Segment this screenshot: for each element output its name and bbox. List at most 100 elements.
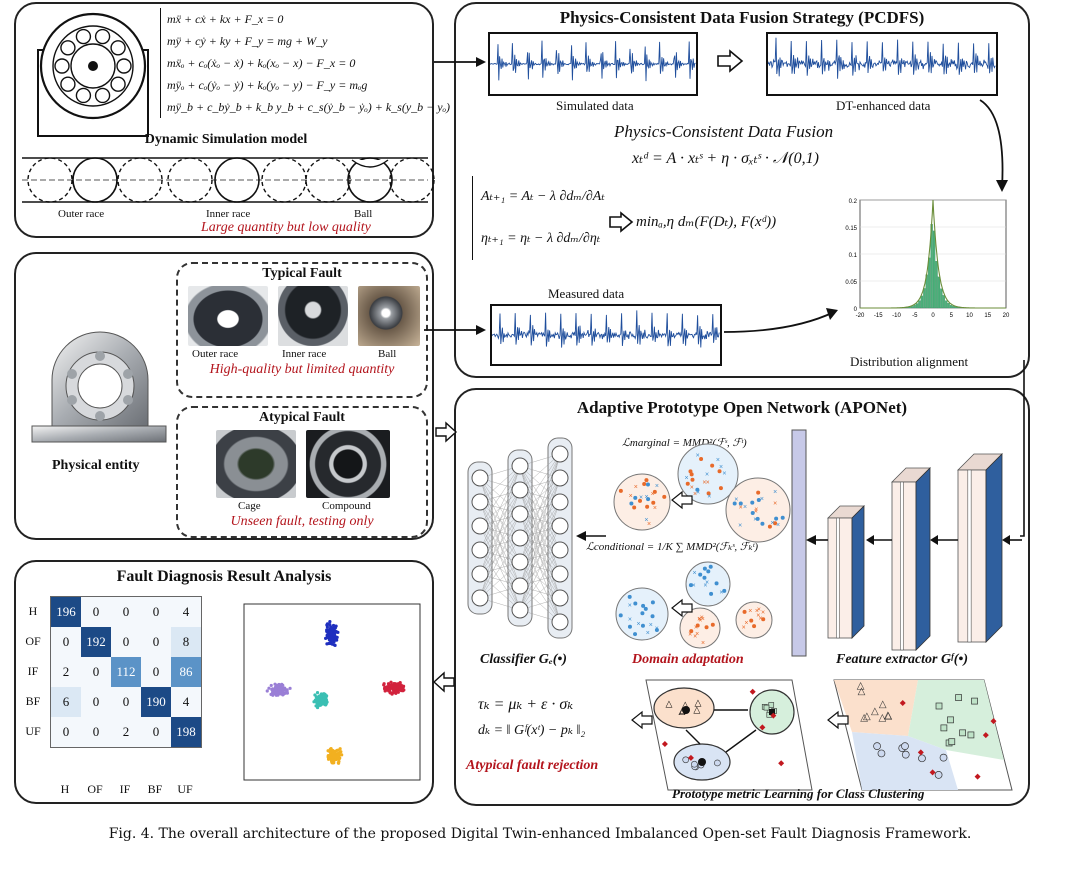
rolling-ball bbox=[110, 40, 126, 56]
cluster-point bbox=[324, 698, 329, 702]
extractor-block bbox=[967, 469, 972, 643]
cluster-point bbox=[316, 700, 320, 704]
domain-sample: × bbox=[688, 631, 692, 638]
typical-ball-label: Ball bbox=[378, 348, 397, 360]
classifier-layer bbox=[547, 437, 573, 639]
equation-3: mẍₒ + cₒ(ẋₒ − ẋ) + kₒ(xₒ − x) − F_x = 0 bbox=[167, 56, 356, 70]
domain-sample bbox=[755, 516, 760, 521]
unknown-sample bbox=[770, 712, 777, 719]
unknown-sample bbox=[929, 769, 936, 776]
simulated-signal bbox=[488, 32, 698, 96]
matrix-col-label: UF bbox=[177, 782, 193, 796]
cluster-sample: △ bbox=[666, 699, 673, 709]
matrix-cell: 0 bbox=[111, 627, 141, 657]
domain-sample: × bbox=[703, 583, 707, 590]
domain-sample: × bbox=[770, 520, 774, 527]
domain-sample: × bbox=[705, 472, 709, 479]
domain-sample bbox=[651, 500, 656, 505]
hist-bar bbox=[913, 304, 916, 309]
domain-bubble bbox=[685, 561, 731, 607]
unknown-sample bbox=[661, 740, 668, 747]
hist-bar bbox=[910, 306, 914, 309]
hist-bar bbox=[949, 305, 953, 309]
dt-enhanced-signal bbox=[766, 32, 998, 96]
domain-sample bbox=[709, 591, 714, 596]
classifier-edge bbox=[519, 453, 561, 563]
matrix-cell: 0 bbox=[51, 627, 81, 657]
hist-xtick: -5 bbox=[912, 313, 918, 319]
cluster-point bbox=[281, 692, 286, 696]
class-sample bbox=[901, 750, 910, 759]
signal-trace bbox=[490, 40, 696, 82]
domain-sample: × bbox=[707, 494, 711, 501]
cluster-point bbox=[328, 637, 332, 641]
domain-sample bbox=[627, 594, 632, 599]
cluster-point bbox=[329, 630, 333, 635]
domain-sample: × bbox=[684, 475, 688, 482]
domain-sample bbox=[688, 583, 693, 588]
domain-sample bbox=[761, 617, 766, 622]
unknown-sample bbox=[917, 749, 924, 756]
rolling-ball bbox=[94, 28, 111, 45]
classifier-node bbox=[551, 517, 569, 535]
class-sample: △ bbox=[860, 713, 868, 724]
domain-sample: × bbox=[634, 484, 638, 491]
cluster-sample bbox=[682, 756, 690, 764]
cluster-point bbox=[269, 692, 273, 697]
prototype-link bbox=[685, 729, 701, 745]
domain-sample bbox=[629, 501, 634, 506]
cluster-point bbox=[340, 753, 344, 757]
matrix-row-label: IF bbox=[27, 664, 39, 678]
region-orange bbox=[834, 680, 918, 736]
matrix-row-label: H bbox=[28, 604, 38, 618]
cluster-point bbox=[390, 685, 394, 689]
cluster-point bbox=[333, 629, 338, 633]
hist-bar bbox=[935, 261, 938, 309]
matrix-cell: 4 bbox=[171, 597, 201, 627]
physical-entity-label: Physical entity bbox=[52, 458, 140, 473]
domain-sample: × bbox=[628, 617, 632, 624]
min-objective: minₐ,η dₘ(F(Dₜ), F(xᵈ)) bbox=[636, 214, 777, 230]
flow-arrow bbox=[1002, 535, 1010, 545]
domain-sample: × bbox=[734, 496, 738, 503]
domain-sample bbox=[698, 572, 703, 577]
flow-arrow bbox=[671, 598, 693, 618]
cluster-point bbox=[336, 761, 340, 765]
domain-sample: × bbox=[629, 493, 633, 500]
fusion-equation: xₜᵈ = A · xₜˢ + η · σₓₜˢ · 𝒩(0,1) bbox=[632, 150, 819, 167]
domain-sample bbox=[699, 456, 704, 461]
class-sample bbox=[939, 753, 948, 762]
hist-xtick: 20 bbox=[1003, 313, 1010, 319]
domain-sample bbox=[752, 624, 757, 629]
domain-sample bbox=[633, 632, 638, 637]
flow-arrow bbox=[827, 710, 849, 730]
hist-bar bbox=[947, 303, 950, 309]
prototype-link bbox=[725, 729, 757, 753]
cluster-point bbox=[336, 748, 340, 752]
cluster-point bbox=[401, 689, 405, 693]
measured-data-label: Measured data bbox=[548, 286, 625, 301]
domain-sample bbox=[646, 497, 651, 502]
cluster-point bbox=[328, 619, 332, 624]
class-sample bbox=[940, 724, 948, 732]
aponet-title: Adaptive Prototype Open Network (APONet) bbox=[576, 398, 908, 417]
atypical-fault-box: Atypical Fault Cage Compound Unseen faul… bbox=[176, 406, 428, 538]
matrix-cell: 2 bbox=[111, 717, 141, 747]
domain-sample: × bbox=[756, 612, 760, 619]
domain-sample bbox=[642, 482, 647, 487]
domain-sample bbox=[760, 521, 765, 526]
cluster-point bbox=[333, 638, 337, 642]
classifier-edge bbox=[479, 561, 521, 599]
class-sample bbox=[873, 742, 881, 750]
matrix-col-label: OF bbox=[87, 782, 103, 796]
cluster-point bbox=[322, 697, 326, 701]
cluster-point bbox=[397, 682, 401, 686]
flow-arrow bbox=[631, 710, 653, 730]
bearing-block-image bbox=[31, 331, 167, 443]
class-sample: △ bbox=[871, 706, 879, 717]
race-diagrams bbox=[22, 157, 435, 203]
class-sample: △ bbox=[884, 710, 892, 721]
outer-race-label: Outer race bbox=[58, 208, 105, 220]
